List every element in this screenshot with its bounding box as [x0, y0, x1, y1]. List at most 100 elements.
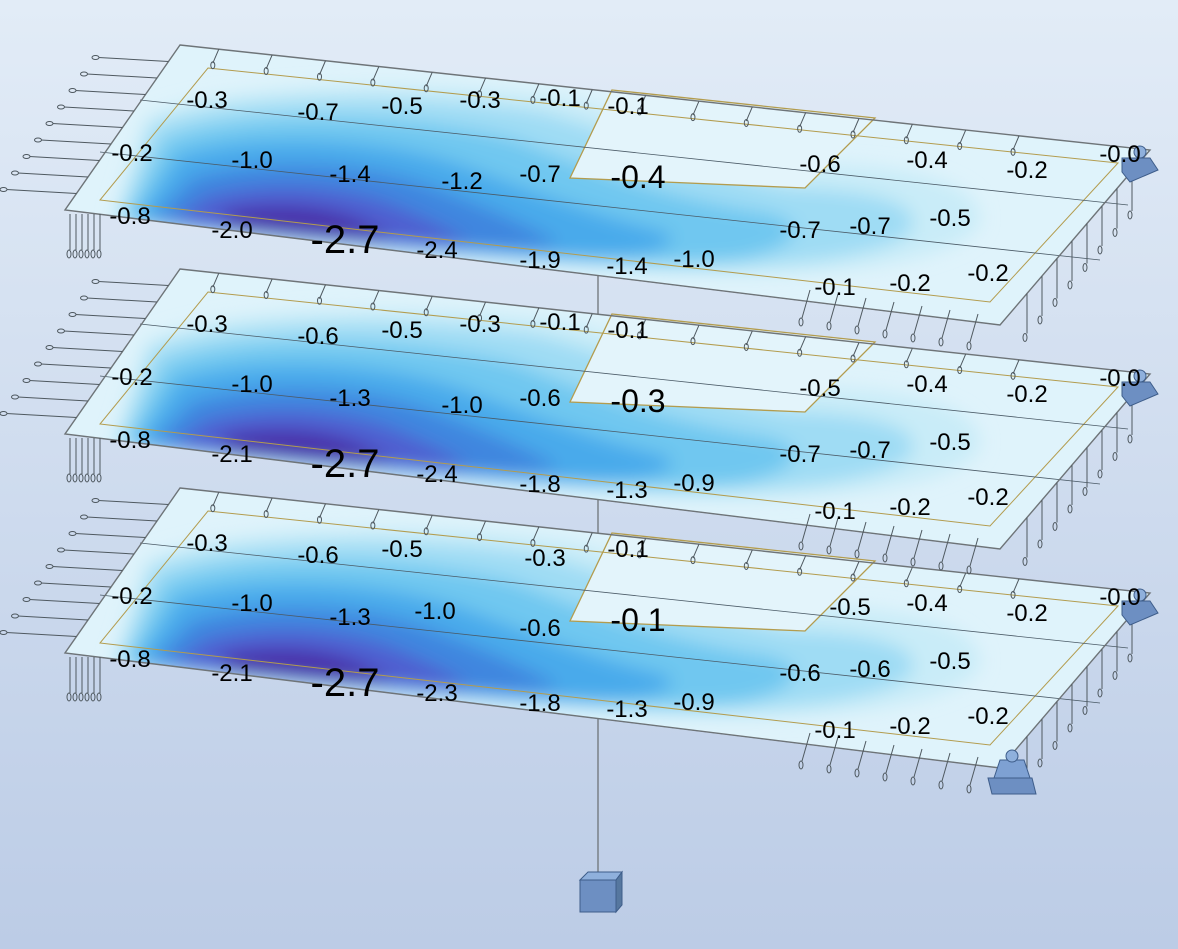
deflection-value: -0.4	[610, 159, 665, 195]
deflection-value: -2.4	[416, 237, 457, 264]
deflection-value: -0.6	[297, 542, 338, 569]
edge-pins	[0, 492, 1133, 794]
deflection-value: -2.0	[211, 217, 252, 244]
edge-pins	[0, 49, 1133, 351]
slab-bottom[interactable]: -0.3 -0.6 -0.5 -0.3 -0.1 -0.2 -1.0 -1.3 -1.0 -0.6…	[0, 487, 1159, 794]
deflection-value: -1.0	[231, 147, 272, 174]
value-labels: -0.3-0.6-0.5-0.3-0.1-0.1-0.2-1.0-1.3-1.0…	[109, 309, 1140, 525]
deflection-value: -1.0	[673, 246, 714, 273]
deflection-value: -0.2	[111, 364, 152, 391]
deflection-value: -0.6	[799, 151, 840, 178]
deflection-value: -0.3	[524, 545, 565, 572]
deflection-value: -0.2	[967, 260, 1008, 287]
grid-line	[99, 375, 1101, 485]
slab-support	[1121, 145, 1159, 183]
deflection-value: -0.6	[519, 615, 560, 642]
deflection-value: -1.3	[329, 604, 370, 631]
deflection-value: -0.7	[779, 441, 820, 468]
deflection-value: -1.8	[519, 690, 560, 717]
deflection-value: -2.7	[311, 661, 380, 705]
deflection-value: -0.0	[1099, 141, 1140, 168]
deflection-value: -0.3	[186, 87, 227, 114]
deflection-value: -0.4	[906, 147, 947, 174]
deflection-value: -0.2	[967, 703, 1008, 730]
slab-opening	[568, 313, 877, 413]
deflection-value: -0.0	[1099, 365, 1140, 392]
deflection-value: -0.1	[610, 602, 665, 638]
slab-top[interactable]: -0.3 -0.7 -0.5 -0.3 -0.1 -0.1 -0.2 -1.0 -1.4 -1.2…	[0, 44, 1159, 351]
deflection-value: -0.5	[381, 317, 422, 344]
deflection-value: -0.2	[889, 713, 930, 740]
deflection-value: -0.9	[673, 689, 714, 716]
deflection-value: -2.1	[211, 441, 252, 468]
deflection-value: -0.2	[111, 140, 152, 167]
deflection-value: -1.0	[231, 371, 272, 398]
deflection-value: -1.3	[329, 385, 370, 412]
slab-support	[1121, 588, 1159, 626]
deflection-value: -2.4	[416, 461, 457, 488]
deflection-value: -0.7	[779, 217, 820, 244]
deflection-value: -1.9	[519, 247, 560, 274]
deflection-value: -0.5	[799, 375, 840, 402]
deflection-value: -1.0	[231, 590, 272, 617]
slab-support	[1121, 369, 1159, 407]
deflection-value: -1.0	[414, 598, 455, 625]
deflection-value: -0.5	[929, 429, 970, 456]
deflection-value: -0.3	[610, 383, 665, 419]
deflection-value: -0.9	[673, 470, 714, 497]
column-base-support	[578, 870, 623, 914]
deflection-value: -0.2	[111, 583, 152, 610]
slab-opening	[568, 89, 877, 189]
deflection-value: -2.7	[311, 218, 380, 262]
deflection-value: -0.7	[849, 437, 890, 464]
value-labels: -0.3-0.7-0.5-0.3-0.1-0.1-0.2-1.0-1.4-1.2…	[109, 85, 1140, 301]
deflection-value: -0.2	[889, 270, 930, 297]
deflection-value: -0.6	[297, 323, 338, 350]
deflection-value: -1.4	[329, 161, 370, 188]
deflection-value: -0.5	[381, 93, 422, 120]
deflection-value: -0.3	[186, 311, 227, 338]
deflection-value: -0.1	[607, 536, 648, 563]
deflection-value: -0.7	[519, 161, 560, 188]
deflection-value: -0.1	[814, 717, 855, 744]
floor-support	[987, 749, 1037, 795]
grid-line	[139, 323, 1129, 430]
deflection-value: -0.5	[829, 594, 870, 621]
deflection-value: -0.4	[906, 371, 947, 398]
deflection-value: -0.6	[779, 660, 820, 687]
slab-middle[interactable]: -0.3-0.6-0.5-0.3-0.1-0.1-0.2-1.0-1.3-1.0…	[0, 268, 1159, 575]
deflection-value: -2.7	[311, 442, 380, 486]
grid-line	[139, 99, 1129, 206]
slab-outline	[63, 268, 1152, 550]
deflection-value: -0.5	[929, 205, 970, 232]
deflection-value: -0.6	[519, 385, 560, 412]
deflection-value: -0.0	[1099, 584, 1140, 611]
deflection-value: -1.3	[606, 696, 647, 723]
deflection-value: -0.2	[1006, 600, 1047, 627]
deflection-value: -0.1	[539, 85, 580, 112]
grid-line	[139, 542, 1129, 649]
deflection-value: -0.3	[459, 87, 500, 114]
deflection-value: -0.2	[967, 484, 1008, 511]
deflection-value: -0.2	[889, 494, 930, 521]
deflection-value: -1.8	[519, 471, 560, 498]
deflection-value: -0.4	[906, 590, 947, 617]
deflection-value: -0.7	[297, 99, 338, 126]
deflection-value: -1.3	[606, 477, 647, 504]
deflection-value: -2.1	[211, 660, 252, 687]
grid-line	[99, 594, 1101, 704]
deflection-value: -2.3	[416, 680, 457, 707]
deflection-value: -0.3	[186, 530, 227, 557]
deflection-value: -0.5	[381, 536, 422, 563]
deflection-value: -0.2	[1006, 157, 1047, 184]
deflection-value: -0.1	[607, 317, 648, 344]
slabs-layer: -0.3 -0.6 -0.5 -0.3 -0.1 -0.2 -1.0 -1.3 -1.0 -0.6…	[0, 44, 1159, 795]
deflection-value: -1.4	[606, 253, 647, 280]
deflection-value: -1.2	[441, 168, 482, 195]
deflection-value: -0.8	[109, 203, 150, 230]
slab-opening	[568, 532, 877, 632]
deflection-value: -0.8	[109, 427, 150, 454]
deflection-value: -0.1	[814, 498, 855, 525]
